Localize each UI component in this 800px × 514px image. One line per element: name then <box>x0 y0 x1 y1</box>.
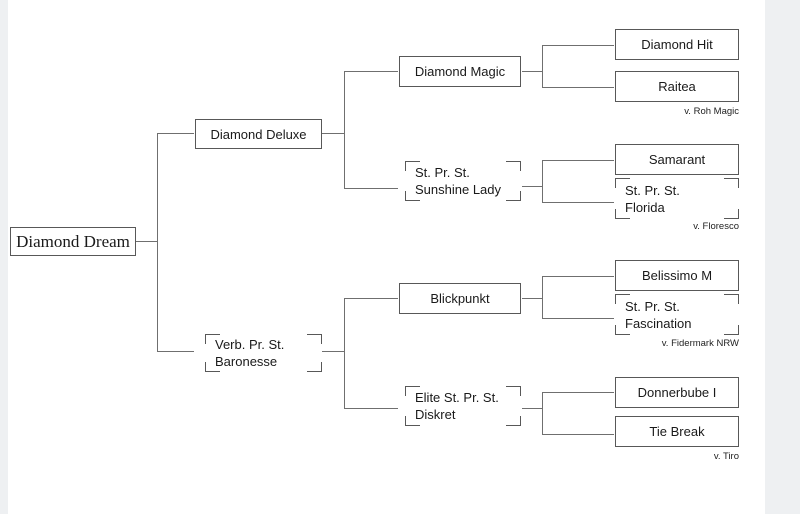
bracket-corner-bottom-left <box>615 325 630 335</box>
connector-deluxe-spine <box>344 71 345 188</box>
connector-baronesse-bottom-arm <box>344 408 398 409</box>
node-label: Diamond Deluxe <box>210 126 307 142</box>
annotation-sire-fascination: v. Fidermark NRW <box>661 338 739 349</box>
connector-deluxe-stub <box>322 133 344 134</box>
node-diamond-deluxe[interactable]: Diamond Deluxe <box>195 119 322 149</box>
bracket-corner-top-right <box>506 386 521 396</box>
connector-magic-top-arm <box>542 45 614 46</box>
bracket-corner-bottom-right <box>506 191 521 201</box>
bracket-corner-top-left <box>405 161 420 171</box>
node-label-line2: Florida <box>625 199 665 215</box>
bracket-corner-top-right <box>506 161 521 171</box>
bracket-corner-bottom-right <box>506 416 521 426</box>
bracket-corner-top-right <box>724 178 739 188</box>
connector-diskret-stub <box>522 408 542 409</box>
connector-diskret-top-arm <box>542 392 614 393</box>
node-label: Diamond Dream <box>16 232 130 251</box>
connector-blickpunkt-bottom-arm <box>542 318 614 319</box>
node-samarant[interactable]: Samarant <box>615 144 739 175</box>
node-label: Belissimo M <box>641 268 713 283</box>
node-tie-break[interactable]: Tie Break <box>615 416 739 447</box>
connector-blickpunkt-top-arm <box>542 276 614 277</box>
node-label: Diamond Magic <box>414 64 506 79</box>
connector-baronesse-stub <box>322 351 344 352</box>
bracket-corner-bottom-left <box>405 191 420 201</box>
connector-blickpunkt-stub <box>522 298 542 299</box>
node-st-pr-st-fascination[interactable]: St. Pr. St. Fascination <box>615 294 739 335</box>
node-label: Blickpunkt <box>430 291 490 306</box>
connector-baronesse-spine <box>344 298 345 408</box>
bracket-corner-bottom-right <box>724 325 739 335</box>
bracket-corner-bottom-left <box>205 362 220 372</box>
connector-gen1-top-arm <box>157 133 194 134</box>
bracket-corner-top-right <box>724 294 739 304</box>
node-diamond-dream[interactable]: Diamond Dream <box>10 227 136 256</box>
node-diamond-magic[interactable]: Diamond Magic <box>399 56 521 87</box>
connector-magic-stub <box>522 71 542 72</box>
node-label-line1: St. Pr. St. <box>415 165 470 180</box>
node-label: Donnerbube I <box>637 385 717 400</box>
bracket-corner-top-right <box>307 334 322 344</box>
node-label: Samarant <box>648 152 706 167</box>
node-raitea[interactable]: Raitea <box>615 71 739 102</box>
node-belissimo-m[interactable]: Belissimo M <box>615 260 739 291</box>
node-label: Tie Break <box>649 424 705 439</box>
node-label-line1: St. Pr. St. <box>625 298 680 314</box>
connector-blickpunkt-spine <box>542 276 543 318</box>
node-label-line2: Sunshine Lady <box>415 182 502 197</box>
connector-diskret-bottom-arm <box>542 434 614 435</box>
connector-diskret-spine <box>542 392 543 434</box>
bracket-corner-top-left <box>405 386 420 396</box>
node-st-pr-st-florida[interactable]: St. Pr. St. Florida <box>615 178 739 219</box>
connector-magic-bottom-arm <box>542 87 614 88</box>
bracket-corner-top-left <box>615 294 630 304</box>
bracket-corner-bottom-right <box>307 362 322 372</box>
annotation-sire-tie-break: v. Tiro <box>713 451 739 462</box>
node-elite-st-pr-st-diskret[interactable]: Elite St. Pr. St. Diskret <box>405 386 521 426</box>
bracket-corner-top-left <box>615 178 630 188</box>
node-blickpunkt[interactable]: Blickpunkt <box>399 283 521 314</box>
connector-magic-spine <box>542 45 543 87</box>
node-st-pr-st-sunshine-lady[interactable]: St. Pr. St. Sunshine Lady <box>405 161 521 201</box>
node-diamond-hit[interactable]: Diamond Hit <box>615 29 739 60</box>
node-label-line2: Diskret <box>415 407 456 422</box>
node-label: Diamond Hit <box>641 37 713 52</box>
connector-deluxe-top-arm <box>344 71 398 72</box>
annotation-sire-florida: v. Floresco <box>693 221 739 232</box>
bracket-corner-bottom-left <box>615 209 630 219</box>
node-verb-pr-st-baronesse[interactable]: Verb. Pr. St. Baronesse <box>205 334 322 372</box>
bracket-corner-top-left <box>205 334 220 344</box>
annotation-sire-raitea: v. Roh Magic <box>684 106 739 117</box>
connector-sunshine-spine <box>542 160 543 202</box>
connector-deluxe-bottom-arm <box>344 188 398 189</box>
bracket-corner-bottom-right <box>724 209 739 219</box>
connector-sunshine-bottom-arm <box>542 202 614 203</box>
node-label: Raitea <box>658 79 696 94</box>
node-donnerbube-i[interactable]: Donnerbube I <box>615 377 739 408</box>
connector-gen1-bottom-arm <box>157 351 194 352</box>
node-label-line2: Baronesse <box>215 354 278 369</box>
node-label-line1: Elite St. Pr. St. <box>415 390 499 405</box>
connector-gen1-spine <box>157 133 158 351</box>
connector-sunshine-stub <box>522 186 542 187</box>
connector-sunshine-top-arm <box>542 160 614 161</box>
node-label-line1: Verb. Pr. St. <box>215 337 285 352</box>
connector-baronesse-top-arm <box>344 298 398 299</box>
node-label-line1: St. Pr. St. <box>625 182 680 198</box>
node-label-line2: Fascination <box>625 315 692 331</box>
connector-root-stub <box>136 241 158 242</box>
bracket-corner-bottom-left <box>405 416 420 426</box>
